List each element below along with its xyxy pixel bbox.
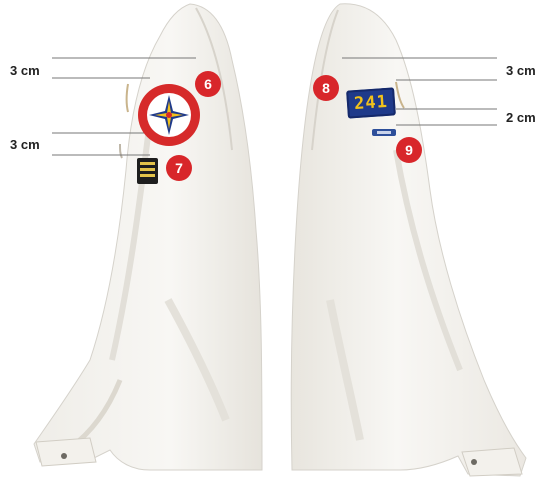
compass-rose-emblem-icon (138, 84, 200, 146)
measurement-label-right-top: 3 cm (506, 63, 536, 78)
marker-7: 7 (166, 155, 192, 181)
marker-8: 8 (313, 75, 339, 101)
left-shirt-side (34, 4, 262, 470)
troop-number-patch: 241 (346, 87, 396, 118)
measurement-label-right-bottom: 2 cm (506, 110, 536, 125)
marker-9: 9 (396, 137, 422, 163)
service-pin-icon (372, 129, 396, 136)
marker-6: 6 (195, 71, 221, 97)
measurement-label-left-top: 3 cm (10, 63, 40, 78)
measurement-lines (52, 58, 497, 155)
measurement-label-left-bottom: 3 cm (10, 137, 40, 152)
rank-stripes-patch-icon (137, 158, 158, 184)
